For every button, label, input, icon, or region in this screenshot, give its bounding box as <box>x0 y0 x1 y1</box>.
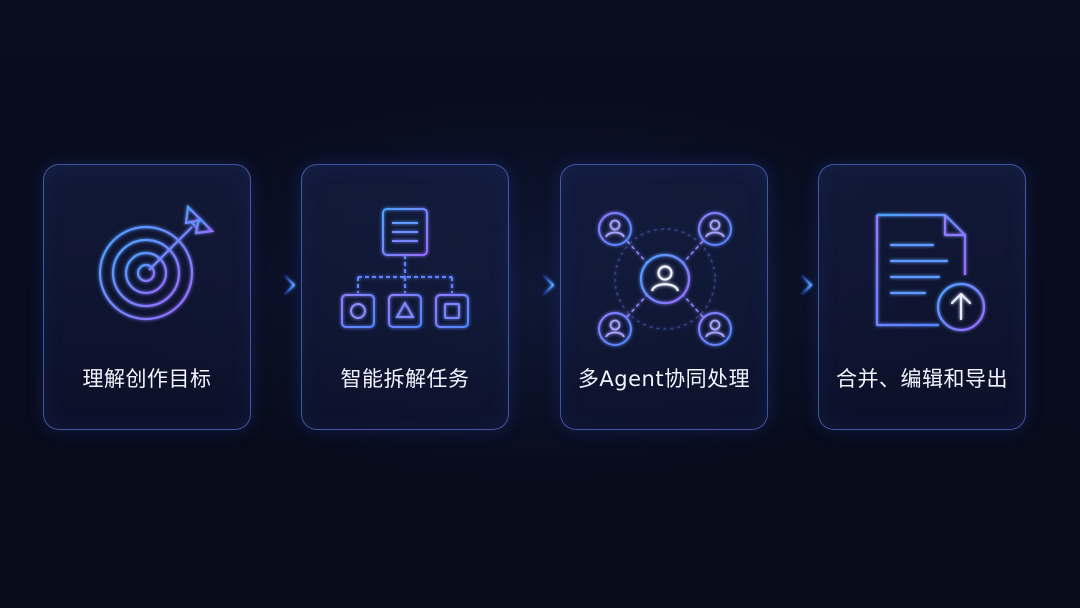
step-label: 理解创作目标 <box>82 367 212 391</box>
right-arrow-icon <box>511 272 557 298</box>
task-breakdown-icon <box>326 191 486 341</box>
step-label: 多Agent协同处理 <box>577 367 751 391</box>
step-label: 合并、编辑和导出 <box>836 367 1008 391</box>
multi-agent-network-icon <box>585 191 745 346</box>
right-arrow-icon <box>252 272 298 298</box>
step-label: 智能拆解任务 <box>340 367 470 391</box>
document-export-icon <box>843 191 1003 341</box>
step-card-merge-edit-export: 合并、编辑和导出 <box>818 164 1026 430</box>
step-card-task-breakdown: 智能拆解任务 <box>301 164 509 430</box>
target-arrow-icon <box>68 191 228 341</box>
right-arrow-icon <box>769 272 815 298</box>
step-card-multi-agent: 多Agent协同处理 <box>560 164 768 430</box>
step-card-understand-goal: 理解创作目标 <box>43 164 251 430</box>
